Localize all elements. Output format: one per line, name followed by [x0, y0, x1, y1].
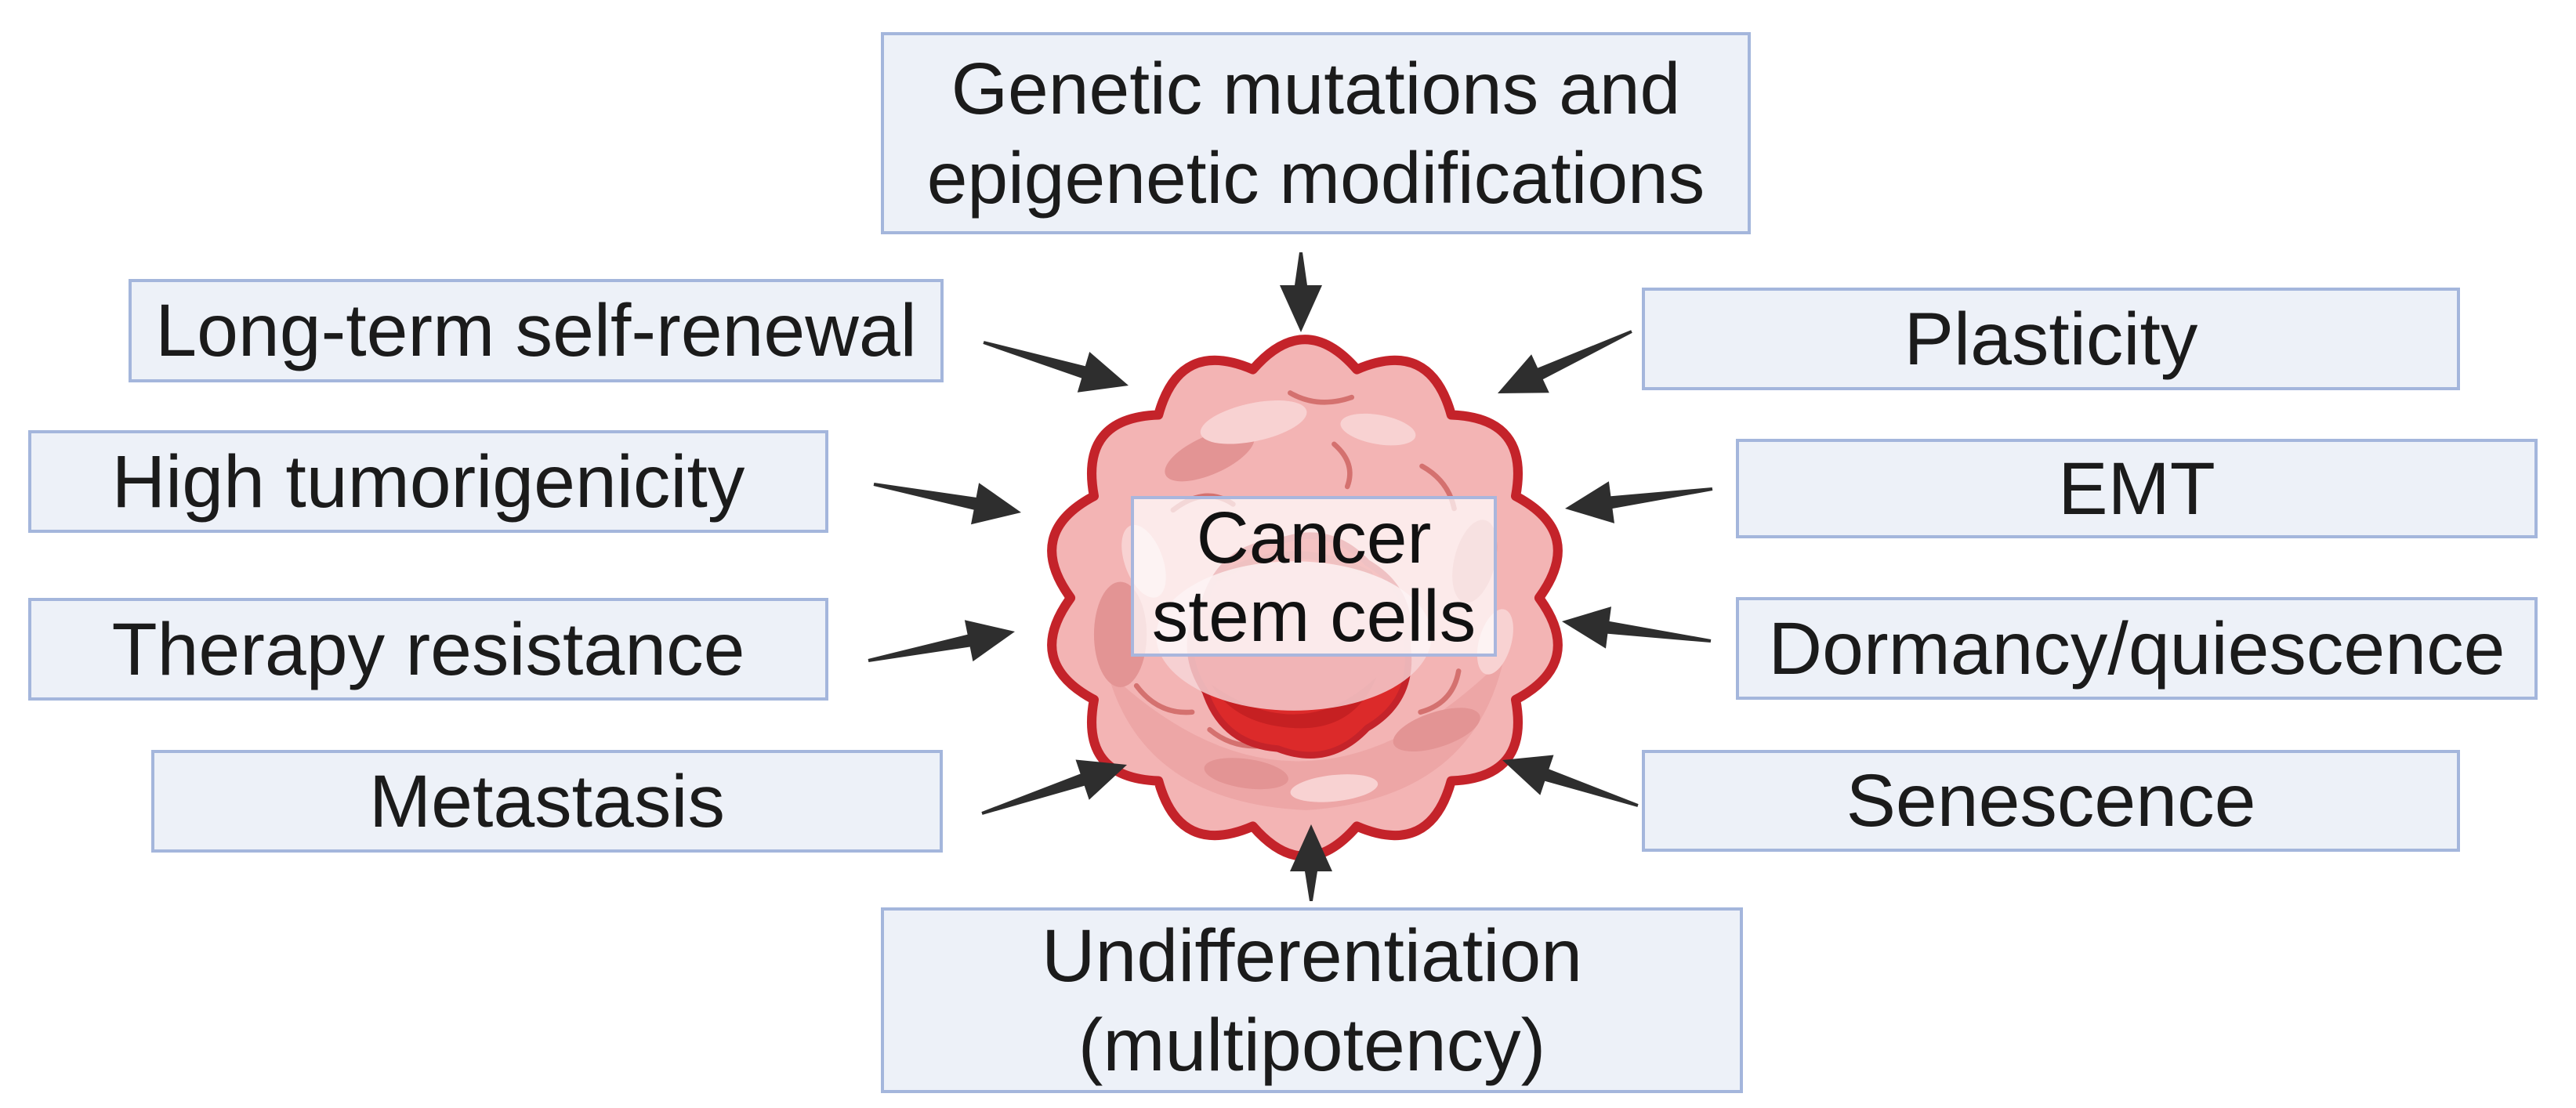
arrow-dormancy-quiescence: [1562, 607, 1712, 649]
nucleus-shadow: [1211, 676, 1377, 729]
box-metastasis: Metastasis: [151, 750, 943, 853]
box-emt: EMT: [1736, 439, 2538, 538]
box-label-line: Undifferentiation: [1041, 914, 1583, 998]
box-label: EMT: [2058, 447, 2216, 530]
box-label: Long-term self-renewal: [155, 289, 917, 372]
box-label: High tumorigenicity: [111, 440, 745, 523]
box-label: Dormancy/quiescence: [1768, 607, 2505, 690]
box-therapy-resistance: Therapy resistance: [28, 598, 828, 701]
arrow-high-tumorigenicity: [873, 483, 1021, 525]
box-senescence: Senescence: [1642, 750, 2460, 852]
box-undifferentiation: Undifferentiation (multipotency): [881, 907, 1743, 1093]
box-label-line: (multipotency): [1078, 1003, 1546, 1087]
center-label: Cancer stem cells: [1131, 496, 1497, 657]
box-label: Metastasis: [368, 759, 726, 843]
box-dormancy-quiescence: Dormancy/quiescence: [1736, 597, 2538, 700]
center-label-line: Cancer: [1196, 496, 1432, 578]
arrow-therapy-resistance: [868, 620, 1015, 662]
box-long-term-self-renewal: Long-term self-renewal: [129, 279, 944, 382]
center-label-line: stem cells: [1151, 574, 1476, 657]
box-label: Therapy resistance: [111, 607, 745, 691]
arrow-emt: [1565, 481, 1713, 523]
box-genetic-mutations: Genetic mutations and epigenetic modific…: [881, 32, 1751, 234]
box-plasticity: Plasticity: [1642, 288, 2460, 390]
box-label-line: Genetic mutations and: [951, 48, 1681, 129]
box-label: Senescence: [1846, 759, 2256, 842]
box-label-line: epigenetic modifications: [926, 137, 1705, 219]
box-high-tumorigenicity: High tumorigenicity: [28, 430, 828, 533]
box-label: Plasticity: [1904, 297, 2198, 381]
